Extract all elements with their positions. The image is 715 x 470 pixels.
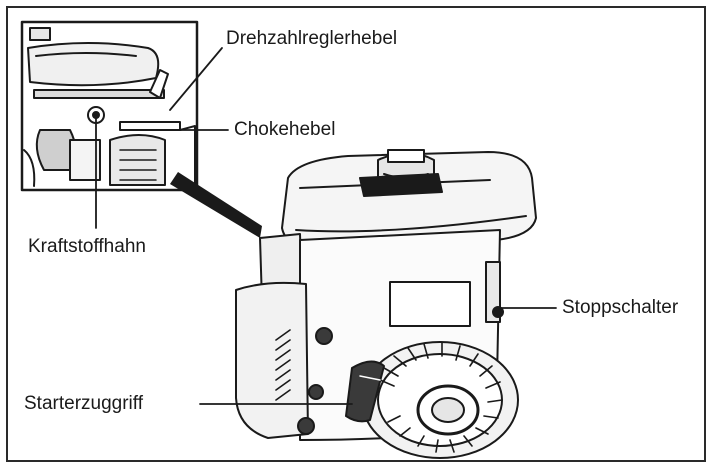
label-fuel-valve: Kraftstoffhahn (28, 236, 146, 258)
label-starter-grip: Starterzuggriff (24, 393, 143, 415)
label-stop-switch: Stoppschalter (562, 297, 678, 319)
label-choke-lever: Chokehebel (234, 119, 335, 141)
engine-body (236, 150, 536, 458)
label-governor-lever: Drehzahlreglerhebel (226, 28, 397, 50)
recoil-starter (362, 342, 518, 458)
